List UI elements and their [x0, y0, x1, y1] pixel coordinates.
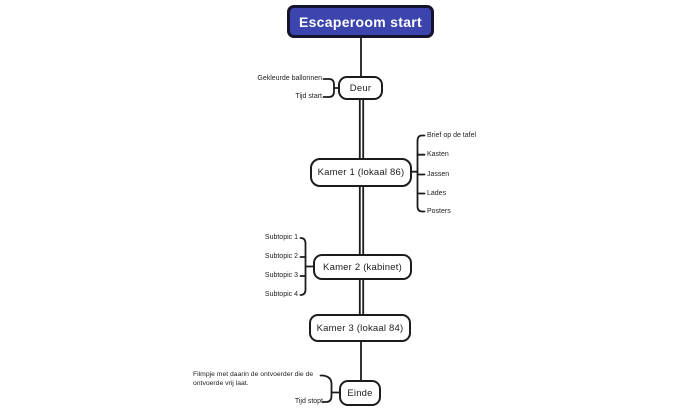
node-kamer-2[interactable]: Kamer 2 (kabinet) [313, 254, 412, 280]
node-einde-label: Einde [347, 387, 373, 399]
leaf-gekleurde-ballonnen[interactable]: Gekleurde ballonnen [257, 75, 322, 82]
einde-bracket [319, 374, 333, 403]
node-kamer-3[interactable]: Kamer 3 (lokaal 84) [309, 314, 411, 342]
leaf-filmpje-ontvoerder[interactable]: Filmpje met daarin de ontvoerder die de … [193, 371, 314, 387]
leaf-tijd-stopt[interactable]: Tijd stopt [294, 398, 323, 405]
node-einde[interactable]: Einde [339, 380, 381, 406]
node-deur[interactable]: Deur [338, 76, 383, 100]
deur-bracket [322, 78, 335, 98]
leaf-tijd-start[interactable]: Tijd start [295, 93, 322, 100]
node-kamer-3-label: Kamer 3 (lokaal 84) [316, 322, 404, 334]
node-escaperoom-start-label: Escaperoom start [298, 13, 423, 30]
leaf-subtopic-1[interactable]: Subtopic 1 [264, 234, 298, 241]
kamer1-comb [416, 134, 426, 213]
node-kamer-2-label: Kamer 2 (kabinet) [323, 261, 402, 273]
leaf-jassen[interactable]: Jassen [427, 170, 450, 178]
leaf-lades[interactable]: Lades [427, 189, 447, 197]
leaf-posters[interactable]: Posters [427, 207, 451, 215]
node-escaperoom-start[interactable]: Escaperoom start [287, 5, 434, 38]
leaf-kasten[interactable]: Kasten [427, 151, 449, 158]
node-kamer-1[interactable]: Kamer 1 (lokaal 86) [310, 158, 412, 187]
leaf-subtopic-3[interactable]: Subtopic 3 [264, 272, 298, 279]
leaf-brief-op-de-tafel[interactable]: Brief op de tafel [427, 132, 477, 139]
node-deur-label: Deur [349, 82, 372, 94]
leaf-subtopic-2[interactable]: Subtopic 2 [264, 253, 298, 260]
leaf-subtopic-4[interactable]: Subtopic 4 [264, 291, 298, 298]
node-kamer-1-label: Kamer 1 (lokaal 86) [317, 167, 405, 178]
